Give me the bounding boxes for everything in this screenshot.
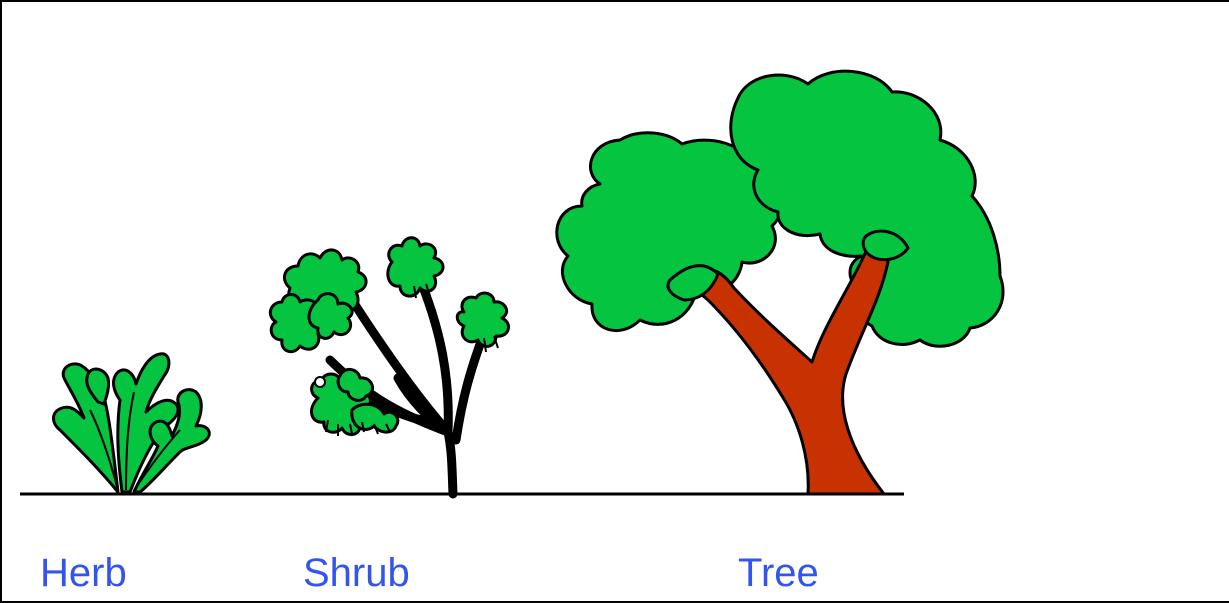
shrub-illustration — [268, 236, 511, 499]
herb-illustration — [52, 352, 211, 494]
tree-illustration — [555, 69, 1005, 496]
herb-label: Herb — [40, 551, 127, 595]
tree-trunk — [691, 230, 890, 496]
tree-label: Tree — [738, 551, 819, 595]
shrub-label: Shrub — [303, 551, 410, 595]
